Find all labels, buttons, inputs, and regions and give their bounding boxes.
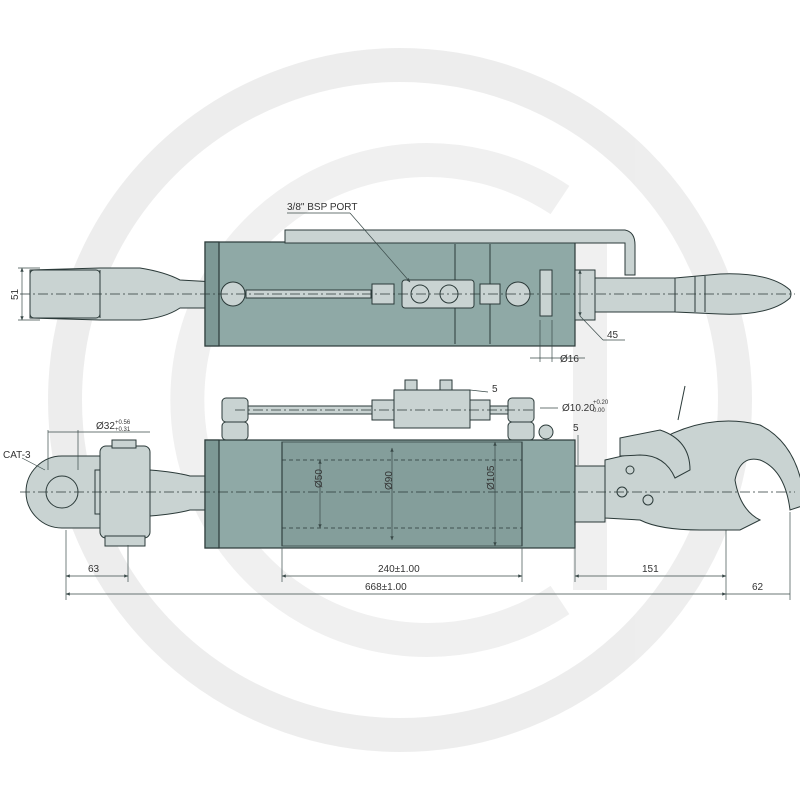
dim-hook-extra: 62 xyxy=(752,582,764,593)
dim-eye-length: 63 xyxy=(88,564,100,575)
dim-lock-pin-tol-lower: 0.00 xyxy=(593,408,605,414)
dim-pin-tol-upper: +0.56 xyxy=(115,420,131,426)
top-view-dimensions: 51 45 Ø16 3/8" BSP PORT xyxy=(10,202,625,365)
callout-hook: 5 xyxy=(573,423,579,434)
dim-rod-dia: Ø50 xyxy=(314,469,325,488)
label-category: CAT-3 xyxy=(3,450,31,461)
top-view-cylinder xyxy=(20,229,795,347)
dim-outer-dia: Ø105 xyxy=(486,465,497,490)
dim-top-45: 45 xyxy=(607,330,619,341)
dim-pin-tol-lower: +0.31 xyxy=(115,427,131,433)
label-bsp-port: 3/8" BSP PORT xyxy=(287,202,357,213)
dim-overall-length: 668±1.00 xyxy=(365,582,407,593)
dim-hook-length: 151 xyxy=(642,564,659,575)
dim-top-height: 51 xyxy=(10,288,21,300)
side-view-dimensions: Ø32 +0.56 +0.31 CAT-3 Ø10.20 +0.20 0.00 … xyxy=(3,384,791,600)
side-view-cylinder xyxy=(20,379,800,549)
dim-lock-pin-tol-upper: +0.20 xyxy=(593,400,609,406)
dim-bore-dia: Ø90 xyxy=(384,471,395,490)
dim-top-d16: Ø16 xyxy=(560,354,579,365)
dim-stroke: 240±1.00 xyxy=(378,564,420,575)
callout-valve: 5 xyxy=(492,384,498,395)
dim-pin-dia: Ø32 xyxy=(96,421,115,432)
dim-lock-pin-dia: Ø10.20 xyxy=(562,403,595,414)
